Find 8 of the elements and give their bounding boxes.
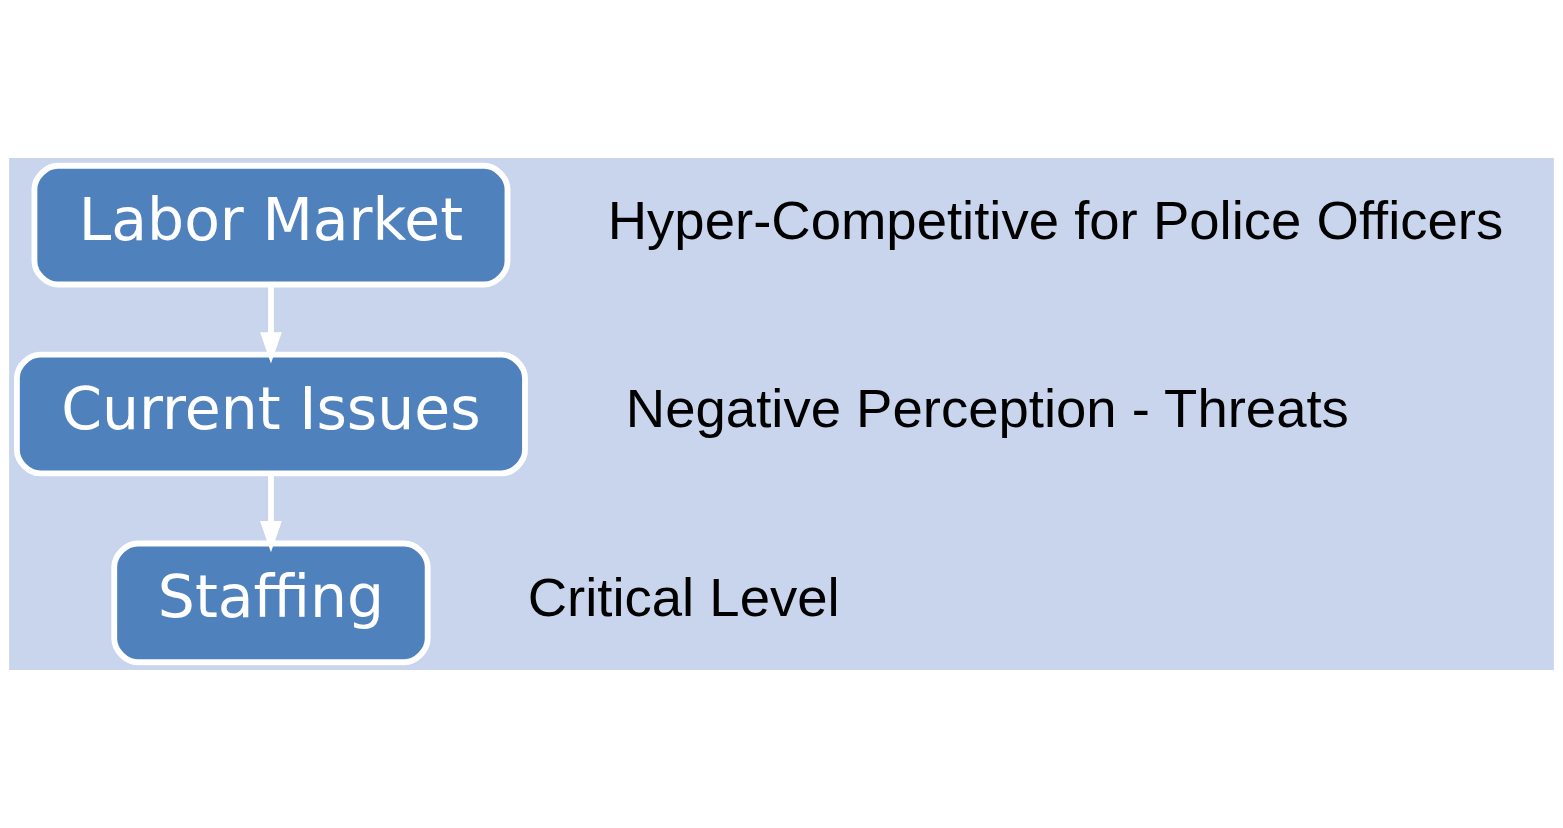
node-box: Staffing xyxy=(111,540,431,666)
arrow xyxy=(260,473,282,553)
node-label: Critical Level xyxy=(527,567,840,629)
arrow xyxy=(260,284,282,364)
node-label: Negative Perception - Threats xyxy=(625,378,1349,440)
node-box: Current Issues xyxy=(14,351,528,477)
node-label: Hyper-Competitive for Police Officers xyxy=(607,189,1504,251)
node-box: Labor Market xyxy=(31,162,511,288)
